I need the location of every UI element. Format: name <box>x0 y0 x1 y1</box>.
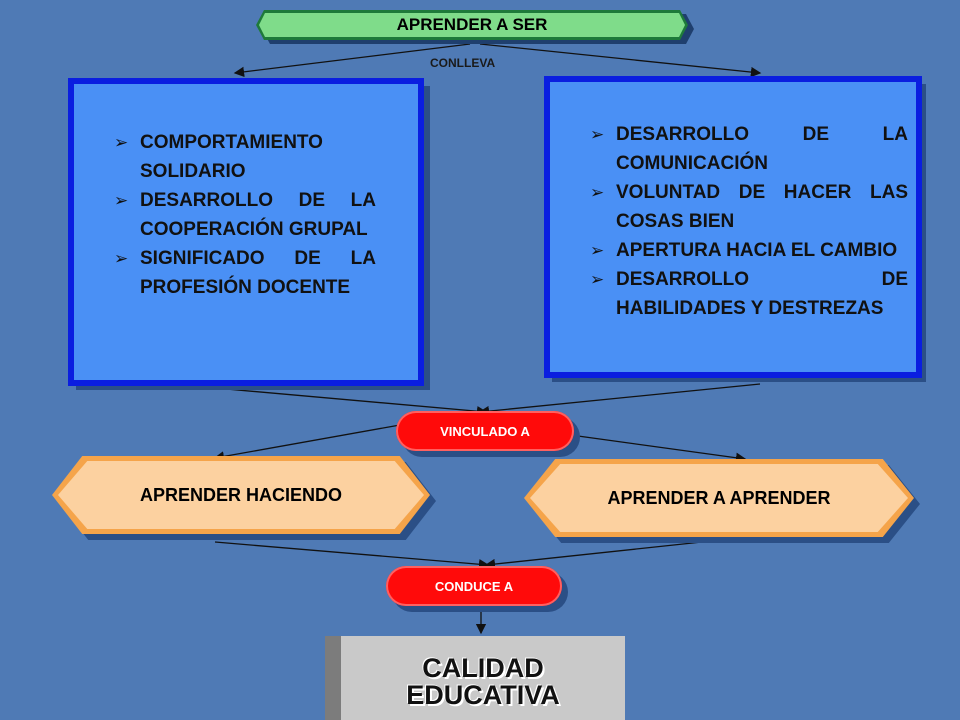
arrow-pill-lefthex <box>213 424 401 462</box>
pill-vinculado: VINCULADO A <box>396 411 574 451</box>
left-box-list: COMPORTAMIENTO SOLIDARIO DESARROLLO DE L… <box>112 128 376 302</box>
arrow-rightbox-pill <box>478 383 761 417</box>
list-item: COMPORTAMIENTO SOLIDARIO <box>112 128 376 186</box>
arrow-leftbox-pill <box>214 387 488 417</box>
connector-label-conlleva: CONLLEVA <box>430 56 496 70</box>
result-line-2: EDUCATIVA <box>406 680 560 710</box>
result-box <box>341 636 625 720</box>
left-box: COMPORTAMIENTO SOLIDARIO DESARROLLO DE L… <box>68 78 424 386</box>
arrow-pill-righthex <box>577 435 747 463</box>
result-box-side <box>325 636 341 720</box>
arrow-lefthex-pill <box>214 541 490 570</box>
top-banner-label: APRENDER A SER <box>259 13 685 37</box>
list-item: APERTURA HACIA EL CAMBIO <box>588 236 908 265</box>
right-box-list: DESARROLLO DE LA COMUNICACIÓN VOLUNTAD D… <box>588 120 908 323</box>
list-item: DESARROLLO DE LA COOPERACIÓN GRUPAL <box>112 186 376 244</box>
result-label: CALIDAD EDUCATIVA <box>341 655 625 709</box>
left-hex-label: APRENDER HACIENDO <box>58 461 424 529</box>
right-box: DESARROLLO DE LA COMUNICACIÓN VOLUNTAD D… <box>544 76 922 378</box>
arrow-banner-right <box>479 43 762 78</box>
list-item: DESARROLLO DE HABILIDADES Y DESTREZAS <box>588 265 908 323</box>
right-hex-label: APRENDER A APRENDER <box>530 464 908 532</box>
list-item: SIGNIFICADO DE LA PROFESIÓN DOCENTE <box>112 244 376 302</box>
list-item: DESARROLLO DE LA COMUNICACIÓN <box>588 120 908 178</box>
pill-conduce: CONDUCE A <box>386 566 562 606</box>
result-line-1: CALIDAD <box>422 653 544 683</box>
top-banner: APRENDER A SER <box>256 10 696 44</box>
list-item: VOLUNTAD DE HACER LAS COSAS BIEN <box>588 178 908 236</box>
